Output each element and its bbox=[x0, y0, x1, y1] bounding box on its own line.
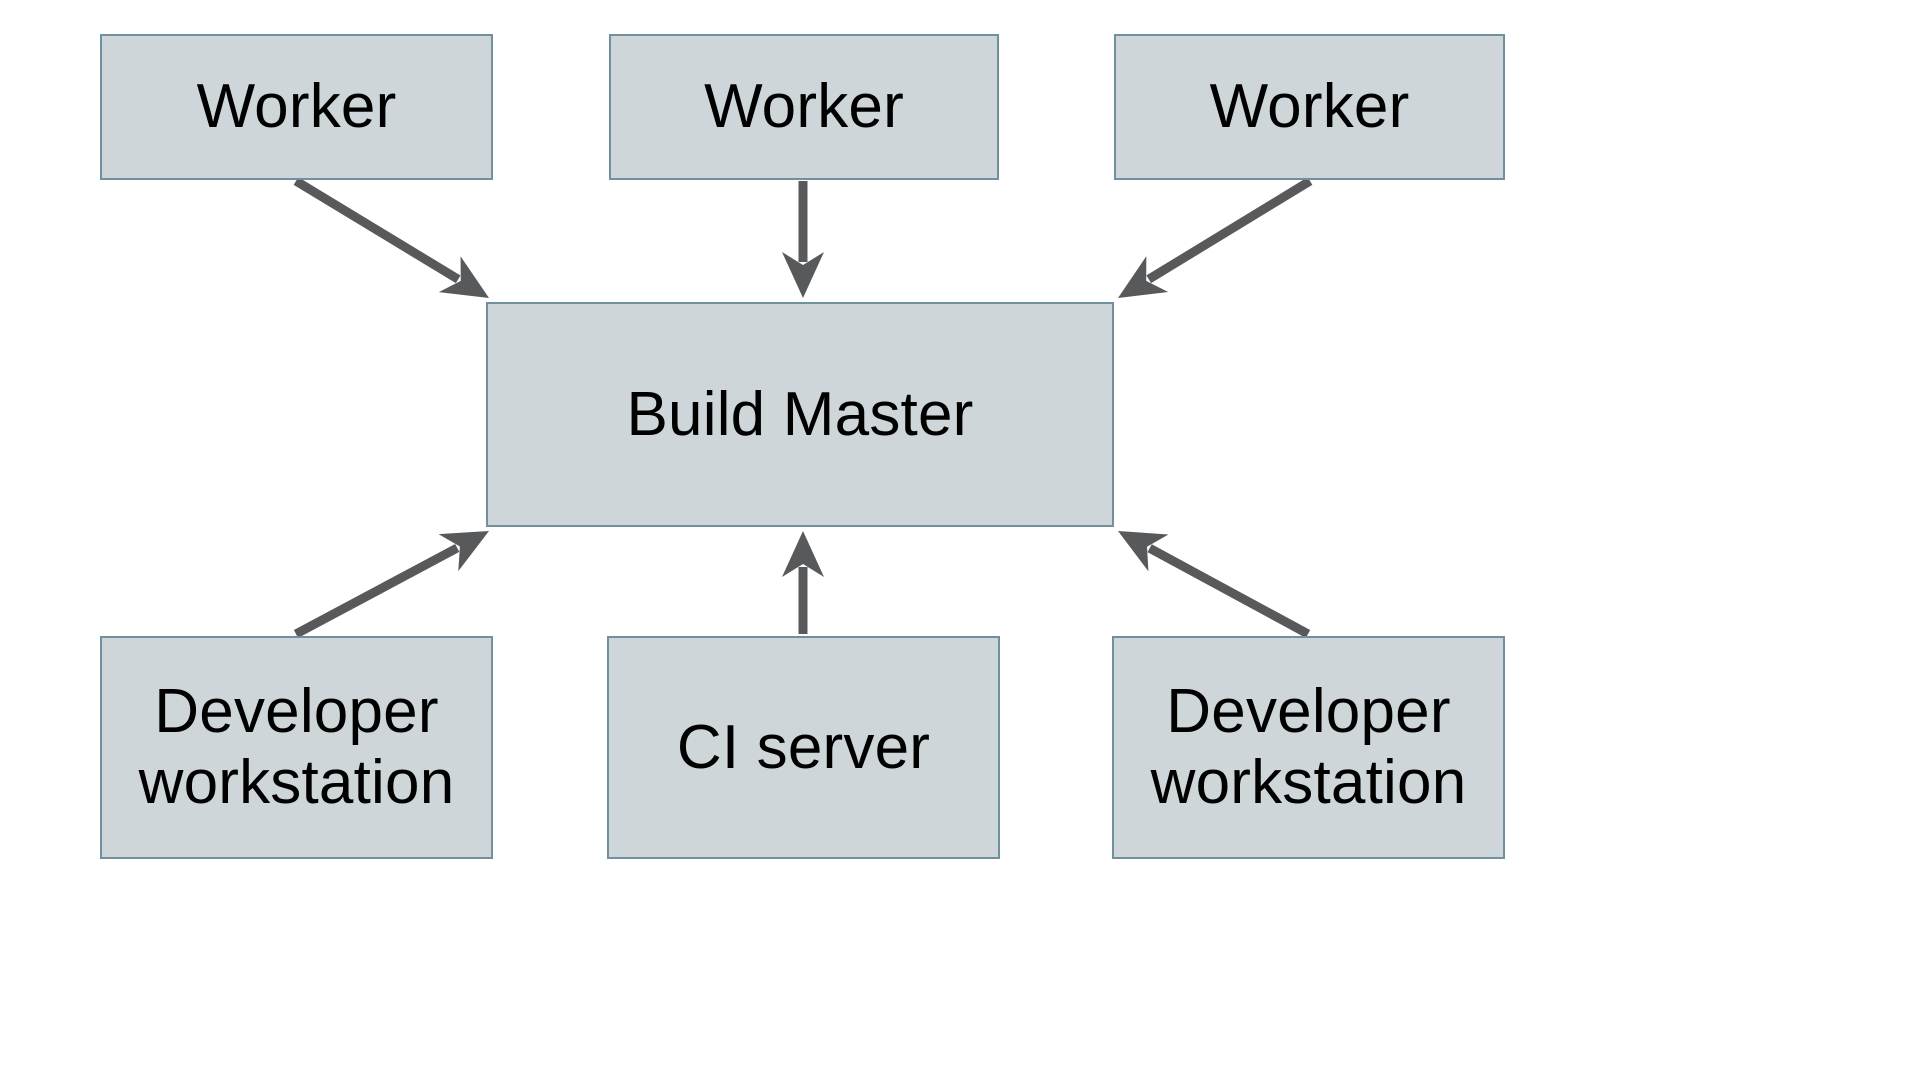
node-ci-server[interactable]: CI server bbox=[607, 636, 1000, 859]
node-label-developer-workstation-right: Developer workstation bbox=[1150, 676, 1467, 817]
edge-shaft bbox=[293, 543, 460, 638]
node-worker-center[interactable]: Worker bbox=[609, 34, 999, 180]
edge-arrowhead bbox=[1118, 531, 1169, 572]
node-label-developer-workstation-left: Developer workstation bbox=[138, 676, 455, 817]
node-label-build-master: Build Master bbox=[626, 379, 974, 449]
edge-arrowhead bbox=[782, 252, 824, 298]
edge-edge-developer-workstation-left-to-build-master bbox=[293, 531, 489, 638]
node-worker-right[interactable]: Worker bbox=[1114, 34, 1505, 180]
node-developer-workstation-left[interactable]: Developer workstation bbox=[100, 636, 493, 859]
node-label-worker-right: Worker bbox=[1209, 72, 1410, 142]
edge-edge-ci-server-to-build-master bbox=[782, 531, 824, 634]
node-worker-left[interactable]: Worker bbox=[100, 34, 493, 180]
edge-arrowhead bbox=[1118, 256, 1169, 298]
node-label-ci-server: CI server bbox=[676, 712, 931, 782]
edge-edge-worker-center-to-build-master bbox=[782, 181, 824, 298]
edge-edge-worker-left-to-build-master bbox=[293, 177, 489, 298]
node-label-worker-center: Worker bbox=[704, 72, 904, 142]
edge-arrowhead bbox=[782, 531, 824, 577]
edge-edge-developer-workstation-right-to-build-master bbox=[1118, 531, 1311, 638]
edge-edge-worker-right-to-build-master bbox=[1118, 177, 1313, 298]
node-developer-workstation-right[interactable]: Developer workstation bbox=[1112, 636, 1505, 859]
node-build-master[interactable]: Build Master bbox=[486, 302, 1114, 527]
edge-arrowhead bbox=[438, 531, 489, 572]
node-label-worker-left: Worker bbox=[196, 72, 397, 142]
edge-shaft bbox=[293, 177, 461, 284]
edge-shaft bbox=[1146, 177, 1313, 284]
edge-arrowhead bbox=[438, 256, 489, 298]
edge-shaft bbox=[1147, 544, 1311, 638]
